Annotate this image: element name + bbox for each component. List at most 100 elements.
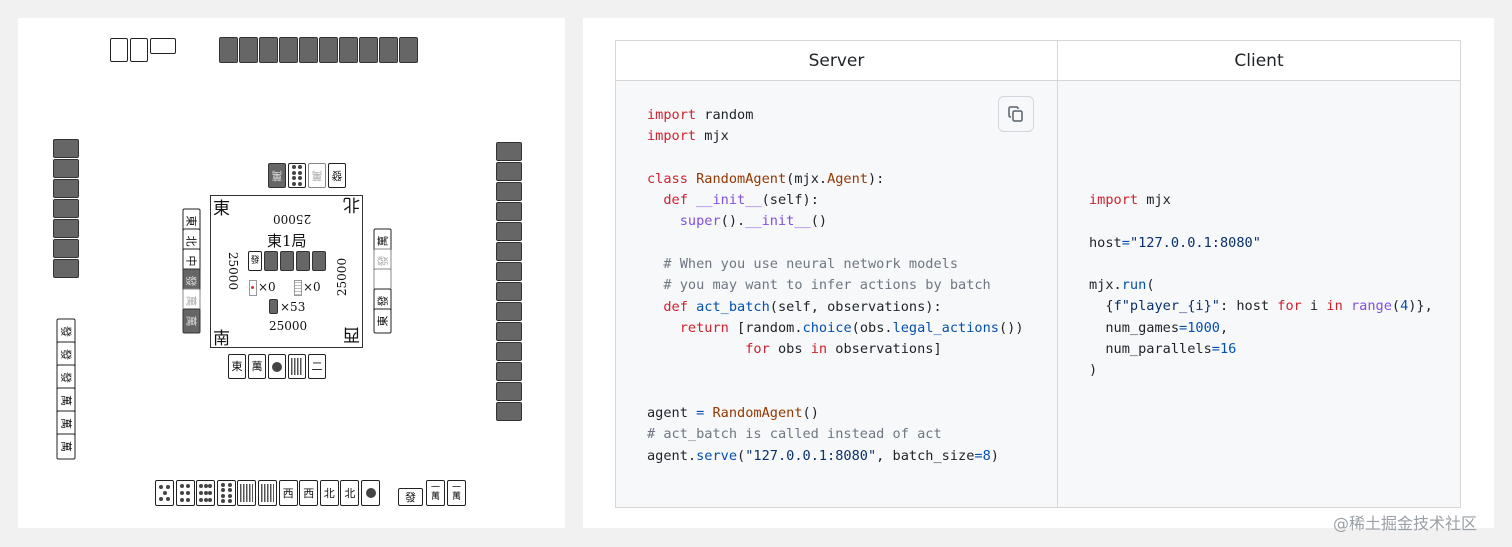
pin-dot [298,181,303,186]
pin-dot [298,176,303,181]
bottom-discard-tile [288,354,306,379]
manzu-glyph: 萬 [430,492,440,502]
center-info-box: 東 北 南 西 25000 東1局 25000 25000 發 ×0 ×0 ×5… [210,194,363,349]
bottom-meld-tile: 一萬 [447,480,466,506]
pin-dot [220,493,225,498]
left-hand-tile [53,219,79,238]
honba-count: ×0 [303,280,321,294]
top-hand-tile [279,37,298,63]
bottom-discard-tile [268,354,286,379]
copy-button[interactable] [998,96,1034,132]
pin-dot [199,483,204,488]
pin-dot [179,484,184,489]
copy-icon [1008,106,1023,122]
top-hand-tile [319,37,338,63]
pin-dot [186,491,191,495]
top-discard-tile: 發 [328,163,346,188]
pin-dot [291,165,296,170]
bottom-hand-tile [216,480,236,506]
manzu-glyph: 一 [430,483,440,493]
pin-dot [220,488,225,493]
pin-dot [199,491,204,495]
sou-bamboo [291,358,303,375]
top-open-tile-sideways [150,38,176,54]
right-hand-tile [496,262,522,281]
bottom-hand-tile: 北 [340,480,360,506]
top-hand-tile [379,37,398,63]
left-hand-tile [53,139,79,158]
pin-dot [291,181,296,186]
right-score: 25000 [335,257,350,297]
top-open-tile [130,38,148,62]
right-hand-tile [496,282,522,301]
bottom-discard-tile: 二 [308,354,326,379]
top-hand-tile [399,37,418,63]
pin-dot [207,491,212,495]
right-hand-tile [496,382,522,401]
pin-dot [166,497,171,501]
pin-dot [298,165,303,170]
pin-dot [203,483,208,488]
pin-dot [162,491,167,495]
top-discard-tile [288,163,306,188]
pin-dot [291,170,296,175]
pin-dot [186,497,191,502]
pin-dot [220,482,225,487]
left-hand-tile [53,179,79,198]
right-hand-tile [496,142,522,161]
mahjong-board-panel: 東 北 南 西 25000 東1局 25000 25000 發 ×0 ×0 ×5… [18,18,565,528]
wind-south-label: 南 [213,329,230,349]
right-hand-tile [496,362,522,381]
pin-dot [158,497,163,501]
bottom-meld-tile: 發 [398,488,423,506]
pin-dot [227,488,232,493]
honba-stick-icon [294,280,302,296]
bottom-hand-tile [155,480,174,506]
pin-dot [365,488,376,498]
pin-dot [227,493,232,498]
right-discard-tile: 東 [373,308,392,334]
bottom-hand-tile [361,480,380,506]
dead-wall-tile [312,251,326,271]
code-example-panel: Server Client import random import mjx c… [583,18,1494,528]
server-code-block: import random import mjx class RandomAge… [647,107,1024,464]
dead-wall-tile [280,251,294,271]
bottom-score: 25000 [269,319,308,333]
top-open-tile [110,38,128,62]
server-code-cell: import random import mjx class RandomAge… [616,81,1058,507]
code-table: Server Client import random import mjx c… [615,40,1461,508]
bottom-hand-tile [258,480,277,506]
wall-remaining-count: ×53 [280,300,306,314]
right-hand-tile [496,322,522,341]
pin-dot [298,170,303,175]
right-hand-tile [496,162,522,181]
wind-east-label: 東 [213,199,230,219]
bottom-hand-tile [196,480,216,506]
wind-north-label: 北 [343,194,360,214]
wind-west-label: 西 [343,324,360,344]
server-column-header: Server [616,41,1058,81]
dora-indicator-tile: 發 [248,251,262,271]
bottom-hand-tile [175,480,195,506]
riichi-stick-icon [249,280,257,296]
left-meld-tile: 萬 [56,433,76,460]
bottom-hand-tile: 西 [278,480,298,506]
client-code-block: import mjx host="127.0.0.1:8080" mjx.run… [1089,192,1433,379]
pin-dot [207,483,212,488]
top-hand-tile [219,37,238,63]
left-score: 25000 [226,251,241,291]
pin-dot [207,498,212,503]
top-score: 25000 [273,212,312,226]
bottom-discard-tile: 東 [228,354,246,379]
bottom-hand-tile: 北 [319,480,339,506]
client-code-cell: import mjx host="127.0.0.1:8080" mjx.run… [1058,81,1460,507]
pin-dot [291,176,296,181]
left-discard-tile: 萬 [182,308,201,334]
client-column-header: Client [1058,41,1460,81]
pin-dot [220,499,225,504]
right-hand-tile [496,202,522,221]
pin-dot [272,361,282,372]
pin-dot [203,498,208,503]
pin-dot [203,491,208,495]
top-discard-tile: 萬 [308,163,326,188]
